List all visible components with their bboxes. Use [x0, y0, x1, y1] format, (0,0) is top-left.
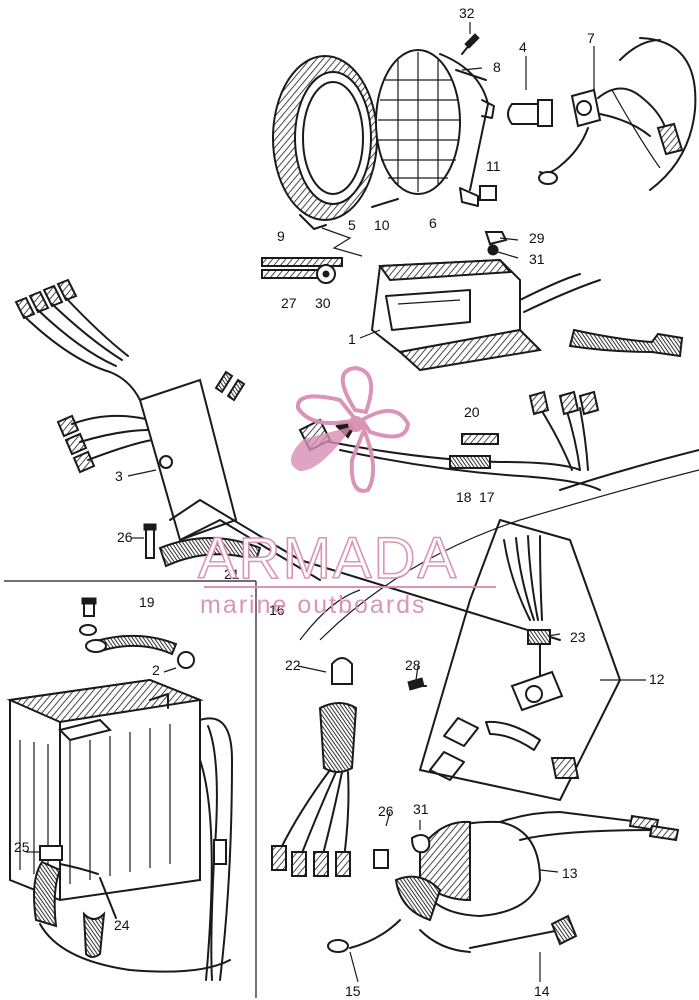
callout-13: 13: [562, 865, 578, 881]
small-hardware-top: [455, 33, 508, 256]
callout-12: 12: [649, 671, 665, 687]
callout-4: 4: [519, 39, 527, 55]
callout-27: 27: [281, 295, 297, 311]
ignition-switch-illustration: [407, 519, 621, 801]
callout-3: 3: [115, 468, 123, 484]
watermark-brand: ARMADA: [198, 526, 458, 591]
callout-7: 7: [587, 30, 595, 46]
callout-18: 18: [456, 489, 472, 505]
callout-19: 19: [139, 594, 155, 610]
callout-20: 20: [464, 404, 480, 420]
callout-15: 15: [345, 983, 361, 999]
propeller-logo-icon: [291, 365, 411, 493]
callout-30: 30: [315, 295, 331, 311]
watermark-tagline: marine outboards: [200, 591, 427, 619]
callout-23: 23: [570, 629, 586, 645]
callout-21: 21: [224, 566, 240, 582]
callout-29: 29: [529, 230, 545, 246]
bolt-set-illustration: [261, 198, 399, 284]
callout-28: 28: [405, 657, 421, 673]
callout-31b: 31: [413, 801, 429, 817]
callout-26b: 26: [378, 803, 394, 819]
callout-25: 25: [14, 839, 30, 855]
callout-1: 1: [348, 331, 356, 347]
callout-16: 16: [269, 602, 285, 618]
callout-22: 22: [285, 657, 301, 673]
callout-labels: 1 2 3 4 5 6 7 8 9 10 11 12 13 14 15 16 1…: [14, 5, 665, 999]
callout-32: 32: [459, 5, 475, 21]
headlight-rim-illustration: [272, 55, 378, 230]
callout-9: 9: [277, 228, 285, 244]
callout-8: 8: [493, 59, 501, 75]
battery-illustration: [6, 597, 233, 981]
callout-10: 10: [374, 217, 390, 233]
callout-5: 5: [348, 217, 356, 233]
bulb-and-socket-illustration: [507, 87, 684, 185]
handlebar-switch-illustration: [327, 811, 680, 953]
callout-14: 14: [534, 983, 550, 999]
headlight-lens-illustration: [375, 49, 495, 207]
armada-watermark: ARMADA marine outboards: [197, 365, 496, 619]
callout-2: 2: [152, 662, 160, 678]
callout-31a: 31: [529, 251, 545, 267]
lower-harness-illustration: [271, 657, 358, 877]
callout-24: 24: [114, 917, 130, 933]
panel-dividers: [4, 580, 257, 998]
wiring-harness-illustration: [14, 278, 699, 641]
callout-6: 6: [429, 215, 437, 231]
headlight-shell-illustration: [611, 37, 697, 191]
instrument-panel-illustration: [370, 258, 684, 372]
leader-lines: [26, 22, 646, 983]
callout-11: 11: [486, 158, 501, 174]
callout-26a: 26: [117, 529, 133, 545]
callout-17: 17: [479, 489, 495, 505]
